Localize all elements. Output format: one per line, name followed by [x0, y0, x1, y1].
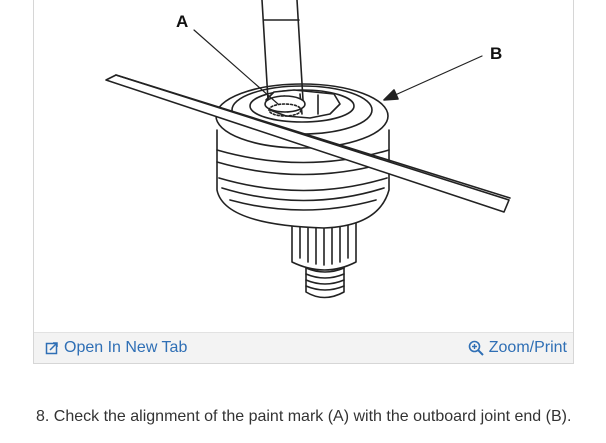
step-caption: 8. Check the alignment of the paint mark…	[36, 408, 572, 425]
callout-label-b: B	[490, 44, 503, 63]
figure-frame: A B Open In New Tab Zoom/Print	[33, 0, 574, 364]
figure-toolbar: Open In New Tab Zoom/Print	[34, 332, 573, 363]
external-link-icon	[45, 341, 59, 355]
magnifier-plus-icon	[468, 340, 484, 356]
zoom-print-label: Zoom/Print	[488, 339, 567, 356]
callout-label-a: A	[176, 12, 189, 31]
open-in-new-tab-link[interactable]: Open In New Tab	[45, 339, 187, 357]
open-in-new-tab-label: Open In New Tab	[64, 339, 188, 356]
cv-joint-illustration	[105, 0, 511, 299]
zoom-print-link[interactable]: Zoom/Print	[468, 339, 567, 357]
